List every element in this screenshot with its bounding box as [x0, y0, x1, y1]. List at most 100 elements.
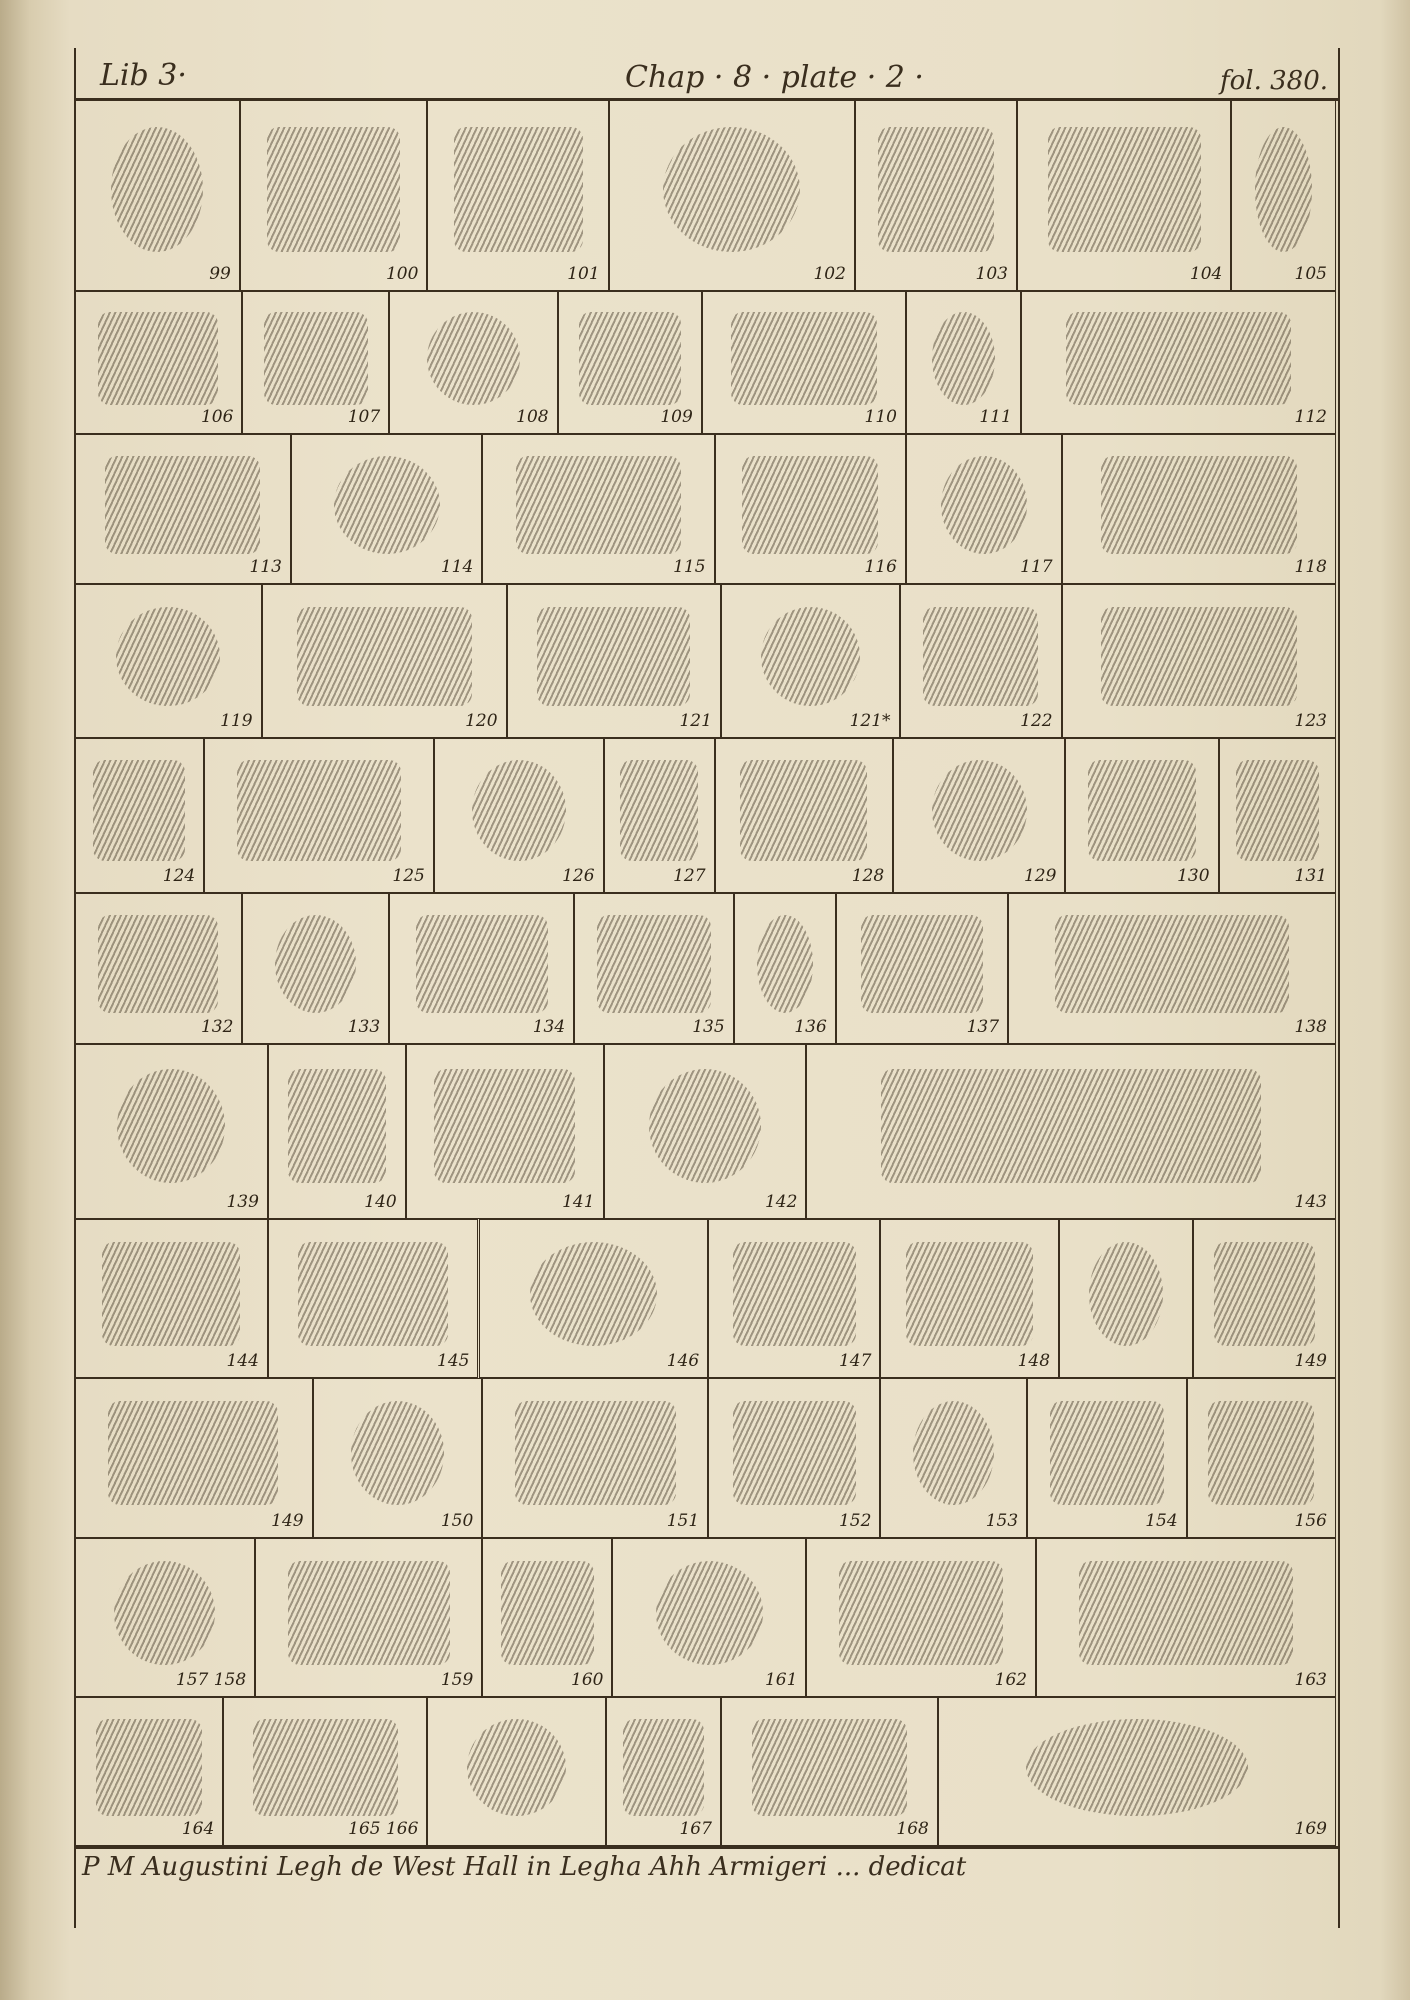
tool-engraving	[529, 1241, 658, 1346]
figure-number: 105	[1294, 263, 1327, 284]
tool-engraving	[263, 311, 368, 405]
tool-engraving	[1235, 760, 1319, 862]
tool-engraving	[922, 606, 1039, 707]
tool-engraving	[931, 311, 995, 405]
tool-engraving	[275, 914, 357, 1014]
tool-engraving	[252, 1718, 399, 1816]
engraving-cell: 106	[74, 290, 243, 434]
figure-number: 117	[1020, 557, 1053, 578]
engraving-cell: 140	[267, 1043, 406, 1219]
figure-number: 129	[1023, 866, 1057, 887]
engraving-cell: 102	[608, 99, 855, 291]
tool-engraving	[839, 1560, 1004, 1665]
tool-engraving	[752, 1718, 907, 1816]
engraving-cell: 149	[74, 1378, 313, 1538]
footer-rule	[74, 1846, 1338, 1849]
figure-number: 159	[440, 1670, 474, 1691]
figure-number: 130	[1177, 866, 1210, 887]
figure-number: 107	[347, 406, 381, 427]
tool-engraving	[655, 1560, 764, 1665]
engraving-cell: 123	[1061, 584, 1336, 738]
chapter-plate-label: Chap · 8 · plate · 2 ·	[625, 60, 924, 95]
engraving-cell: 153	[880, 1378, 1028, 1538]
tool-engraving	[881, 1068, 1262, 1184]
figure-number: 101	[567, 263, 600, 284]
figure-number: 134	[532, 1016, 566, 1037]
tool-engraving	[467, 1718, 567, 1816]
figure-number: 133	[347, 1016, 381, 1037]
figure-number: 147	[838, 1351, 872, 1372]
figure-number: 114	[440, 557, 474, 578]
engraving-cell: 114	[290, 433, 483, 585]
tool-engraving	[940, 455, 1027, 554]
engraving-cell: 133	[242, 893, 390, 1044]
engraving-cell: 125	[204, 737, 434, 894]
engraving-cell: 146	[478, 1218, 709, 1379]
tool-engraving	[578, 311, 681, 405]
figure-number: 118	[1294, 557, 1327, 578]
tool-engraving	[98, 914, 219, 1014]
engraving-cell: 163	[1036, 1537, 1336, 1698]
figure-number: 169	[1294, 1819, 1327, 1840]
engraving-cell: 124	[74, 737, 205, 894]
figure-number: 149	[271, 1510, 304, 1531]
engraving-cell: 135	[574, 893, 734, 1044]
tool-engraving	[1065, 311, 1292, 405]
engraving-cell: 113	[74, 433, 291, 585]
figure-number: 128	[851, 866, 885, 887]
engraving-cell: 165 166	[223, 1697, 428, 1847]
figure-number: 149	[1294, 1351, 1327, 1372]
figure-number: 127	[673, 866, 706, 887]
figure-number: 144	[226, 1351, 259, 1372]
figure-number: 150	[440, 1510, 474, 1531]
tool-engraving	[731, 311, 877, 405]
figure-number: 99	[209, 263, 231, 284]
tool-engraving	[287, 1068, 386, 1184]
engraving-cell: 100	[239, 99, 428, 291]
tool-engraving	[742, 455, 879, 554]
engraving-cell: 157 158	[74, 1537, 256, 1698]
figure-number: 165 166	[348, 1819, 419, 1840]
engraving-cell: 109	[557, 290, 702, 434]
tool-engraving	[237, 760, 401, 862]
figure-number: 138	[1294, 1016, 1327, 1037]
figure-number: 121	[679, 710, 712, 731]
figure-number: 137	[966, 1016, 1000, 1037]
tool-engraving	[756, 914, 813, 1014]
engraving-cell: 136	[733, 893, 836, 1044]
tool-engraving	[98, 311, 219, 405]
figure-number: 126	[562, 866, 595, 887]
tool-engraving	[860, 914, 984, 1014]
tool-engraving	[287, 1560, 450, 1665]
figure-number: 122	[1020, 710, 1053, 731]
figure-number: 152	[838, 1510, 872, 1531]
tool-engraving	[92, 760, 186, 862]
engraving-cell: 134	[389, 893, 575, 1044]
engraving-cell: 150	[312, 1378, 483, 1538]
figure-number: 110	[864, 406, 897, 427]
figure-number: 104	[1189, 263, 1223, 284]
engraving-cell: 156	[1186, 1378, 1336, 1538]
engraving-cell: 101	[427, 99, 609, 291]
tool-engraving	[663, 127, 801, 253]
tool-engraving	[1050, 1401, 1164, 1506]
engraving-cell: 117	[905, 433, 1062, 585]
engraving-cell: 161	[612, 1537, 807, 1698]
engraving-cell: 152	[708, 1378, 881, 1538]
engraving-cell	[427, 1697, 607, 1847]
tool-engraving	[1054, 914, 1290, 1014]
book-label: Lib 3·	[100, 58, 187, 93]
figure-number: 108	[516, 406, 549, 427]
figure-number: 124	[162, 866, 196, 887]
dedication-text: P M Augustini Legh de West Hall in Legha…	[82, 1852, 967, 1882]
engraving-cell: 128	[714, 737, 894, 894]
tool-engraving	[622, 1718, 705, 1816]
tool-engraving	[434, 1068, 576, 1184]
tool-engraving	[1100, 455, 1297, 554]
figure-number: 142	[764, 1191, 798, 1212]
engraving-cell: 139	[74, 1043, 268, 1219]
figure-number: 139	[226, 1191, 259, 1212]
tool-engraving	[266, 127, 401, 253]
figure-number: 135	[692, 1016, 725, 1037]
tool-engraving	[619, 760, 699, 862]
